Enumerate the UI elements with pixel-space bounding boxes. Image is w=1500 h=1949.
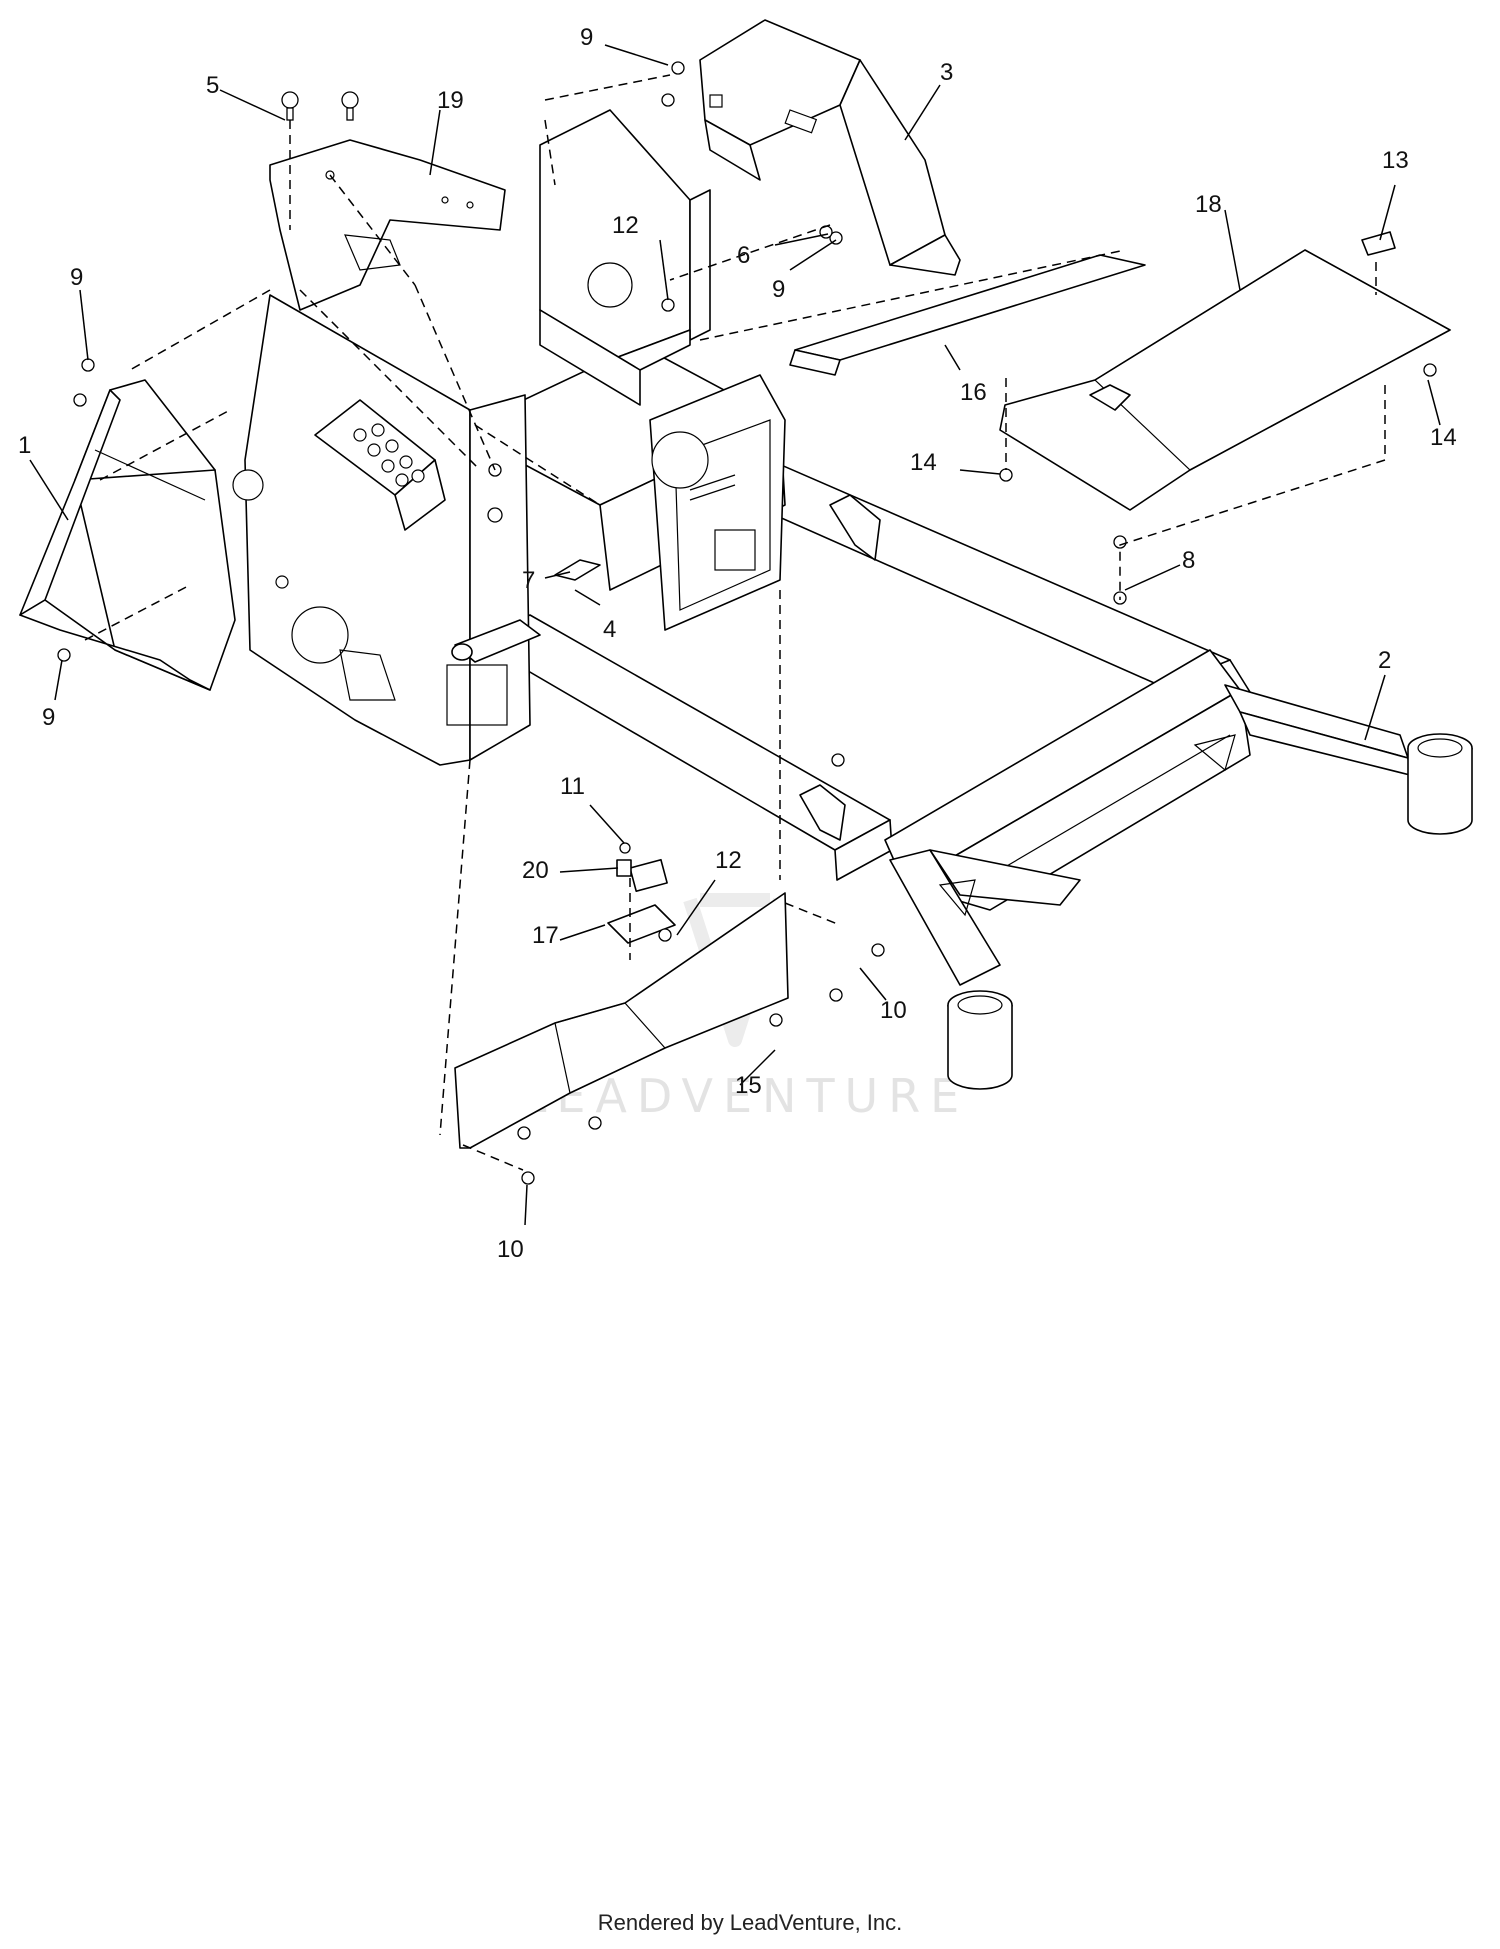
callout-12-upper: 12 <box>612 212 639 239</box>
callout-12-lower: 12 <box>715 847 742 874</box>
callout-10-bottom: 10 <box>497 1236 524 1263</box>
callout-14-left: 14 <box>910 449 937 476</box>
rear-shield-part-3 <box>699 19 961 276</box>
callout-2: 2 <box>1378 647 1391 674</box>
callout-4: 4 <box>603 616 616 643</box>
footer-credit: Rendered by LeadVenture, Inc. <box>597 1910 903 1935</box>
knob-part-13 <box>1361 231 1396 256</box>
callout-7: 7 <box>522 567 535 594</box>
callout-14-right: 14 <box>1430 424 1457 451</box>
channel-part-16 <box>789 254 1146 376</box>
callout-8: 8 <box>1182 547 1195 574</box>
fasteners <box>57 61 1437 1185</box>
left-shield-part-1 <box>19 379 236 691</box>
callout-18: 18 <box>1195 191 1222 218</box>
small-parts <box>57 61 1437 1185</box>
switch-part-20 <box>616 858 668 892</box>
console-frame <box>459 344 786 631</box>
callout-17: 17 <box>532 922 559 949</box>
callout-20: 20 <box>522 857 549 884</box>
callout-9-top: 9 <box>580 24 593 51</box>
left-side-panel <box>232 294 541 766</box>
rear-upright-panel <box>539 109 711 406</box>
callout-9-right: 9 <box>772 276 785 303</box>
callout-6: 6 <box>737 242 750 269</box>
callout-15: 15 <box>735 1072 762 1099</box>
callout-11: 11 <box>560 773 585 800</box>
callout-10-right: 10 <box>880 997 907 1024</box>
callout-1: 1 <box>18 432 31 459</box>
floor-plate-part-18 <box>999 249 1452 511</box>
assembly-lines <box>84 74 1386 1171</box>
callout-13: 13 <box>1382 147 1409 174</box>
lower-panel-part-15 <box>454 892 789 1149</box>
callout-5: 5 <box>206 72 219 99</box>
callout-9-left: 9 <box>70 264 83 291</box>
callout-labels: 1 2 3 4 5 6 7 8 9 9 9 9 10 10 11 12 12 1… <box>18 24 1457 1263</box>
rod-part-4 <box>554 559 601 581</box>
bracket-part-17 <box>607 904 676 944</box>
dashboard-holes <box>353 423 425 487</box>
callout-3: 3 <box>940 59 953 86</box>
leader-lines <box>29 44 1441 1226</box>
callout-19: 19 <box>437 87 464 114</box>
seat-plate-part-19 <box>269 139 506 311</box>
callout-16: 16 <box>960 379 987 406</box>
callout-9-bottom-left: 9 <box>42 704 55 731</box>
